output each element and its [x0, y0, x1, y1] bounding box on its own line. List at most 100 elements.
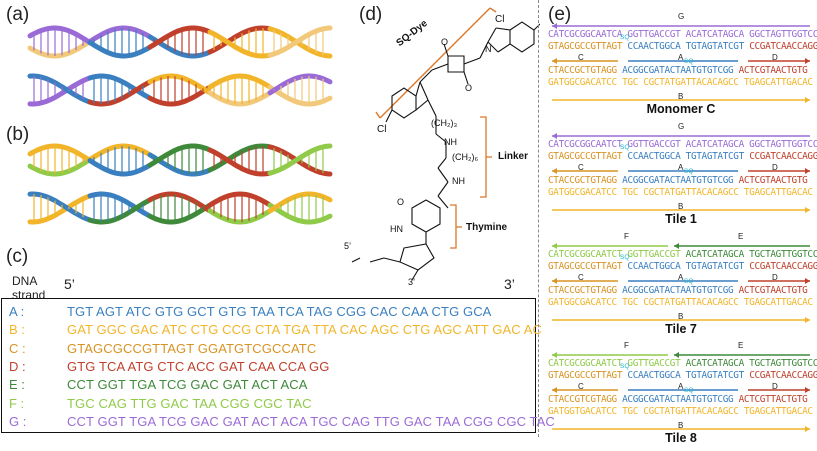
arrow-head [674, 243, 679, 249]
sequence-segment: GTAGCGCCGTTAGT [548, 41, 623, 52]
helix-strand [267, 191, 333, 214]
sequence-segment: CCAACTGGCA TGTAGTATCGT [622, 41, 750, 52]
sequence-segment: TGAGCATTGACAC [743, 406, 813, 417]
tile-caption: Tile 7 [665, 322, 697, 336]
helix-strand [207, 29, 273, 59]
tile-label-e: E [738, 341, 744, 350]
tile-row-1: GTAGCGCCGTTAGT CCAACTGGCA TGTAGTATCGT CC… [548, 41, 817, 52]
arrow-head [805, 97, 810, 103]
panel-label-a: (a) [6, 4, 30, 25]
tile-row-3: GATGGCGACATCC TGC CGCTATGATTACACAGCC TGA… [548, 297, 813, 308]
cl-left-label: Cl [377, 124, 387, 135]
tile-mid-label: C [578, 273, 584, 282]
nh-label-2: NH [452, 176, 465, 186]
helix-strand [27, 25, 93, 46]
tile-row-2: CTACCGCTGTAGG ACGGCGATACTAATGTGTCGG ACTC… [548, 175, 808, 186]
panel-label-c: (c) [6, 246, 29, 267]
sequence-segment: CCGATCAACCAGG [749, 370, 817, 381]
tile-row-0: CATCGCGGCAATCA GGTTGACCGT ACATCATAGCA GG… [548, 29, 817, 40]
helix-strand [27, 143, 93, 164]
sequence-segment: GGTTGACCGT [622, 249, 686, 260]
dna-helix-b-image [27, 143, 333, 225]
arrow-head [805, 387, 810, 393]
thymine-label: Thymine [466, 222, 508, 233]
sq-dye-structure [351, 7, 540, 281]
strand-key-4: E : [9, 377, 25, 393]
tile-arrows [552, 352, 810, 432]
sequence-segment: GATGGCGACATCC [548, 187, 617, 198]
tile-caption: Tile 1 [665, 212, 697, 226]
arrow-head [805, 207, 810, 213]
hn-label: HN [390, 224, 403, 234]
tile-row-1: GTAGCGCCGTTAGT CCAACTGGCA TGTAGTATCGT CC… [548, 151, 817, 162]
tile-arrows [552, 133, 810, 213]
chain-ch2-6-label: (CH₂)₆ [452, 152, 479, 162]
helix-strand [87, 79, 153, 107]
helix-strand [267, 73, 333, 96]
tile-row-0: CATCGCGGCAATCT GGTTGACCGT ACATCATAGCA TG… [548, 249, 817, 260]
sequence-segment: GATGGCGACATCC [548, 297, 617, 308]
tile-mid-label: C [578, 382, 584, 391]
sq-dye-mark: SQ [684, 58, 694, 65]
dna-helix-a-image [27, 25, 333, 107]
tile-row-0: CATCGCGGCAATCT GGTTGACCGT ACATCATAGCA GG… [548, 139, 817, 150]
sequence-segment: TGC CGCTATGATTACACAGCC [616, 406, 744, 417]
sequence-segment: GATGGTGACATCC [548, 406, 617, 417]
n-plus-label: N [485, 44, 492, 54]
helix-strand [207, 147, 273, 177]
arrow-head [805, 317, 810, 323]
three-prime-label: 3’ [504, 276, 515, 292]
strand-sequence-1: GAT GGC GAC ATC CTG CCG CTA TGA TTA CAC … [67, 322, 542, 338]
panel-label-e: (e) [548, 4, 572, 25]
strand-sequence-4: CCT GGT TGA TCG GAC GAT ACT ACA [67, 377, 308, 393]
tile-mid-label: A [678, 273, 684, 282]
sequence-segment: ACGGCGATACTAATGTGTCGG [616, 394, 739, 405]
sequence-segment: CTACCGCTGTAGG [548, 175, 617, 186]
arrow-head [552, 278, 557, 284]
sequence-segment: CATCGCGGCAATCT [548, 358, 623, 369]
helix-strand [207, 191, 273, 208]
sequence-segment: CTACCGTCGTAGG [548, 394, 617, 405]
helix-strand [147, 73, 213, 96]
sequence-segment: GGTTGACCGT ACATCATAGCA GGCTAGTTGGTCC [622, 29, 817, 40]
helix-strand [267, 25, 333, 58]
sequence-segment: CATCGCGGCAATCT [548, 139, 623, 150]
tile-mid-label: D [772, 273, 778, 282]
tile-row-3: GATGGCGACATCC TGC CGCTATGATTACACAGCC TGA… [548, 187, 813, 198]
tile-arrows [552, 243, 810, 323]
tile-row-1: GTAGCGCCGTTAGT CCAACTGGCA TGTAGTATCGT CC… [548, 370, 817, 381]
sq-dye-mark: SQ [684, 278, 694, 285]
tile-label-f: F [624, 232, 629, 241]
tile-row-2: CTACCGCTGTAGG ACGGCGATACTAATGTGTCGG ACTC… [548, 285, 808, 296]
sequence-segment: TGC CGCTATGATTACACAGCC [616, 297, 744, 308]
helix-strand [267, 144, 333, 177]
strand-sequence-6: CCT GGT TGA TCG GAC GAT ACT ACA TGC CAG … [67, 413, 555, 429]
tile-caption: Tile 8 [665, 431, 697, 445]
sequence-segment: CTACCGCTGTAGG [548, 285, 617, 296]
helix-strand [87, 191, 153, 219]
sequence-segment: GTAGCGCCGTTAGT [548, 370, 623, 381]
sq-dye-mark: SQ [620, 144, 630, 151]
sequence-segment: TGAGCATTGACAC [743, 297, 813, 308]
helix-strand [147, 202, 213, 225]
helix-strand [27, 73, 93, 105]
arrow-head [805, 58, 810, 64]
sequence-segment: TGAGCATTGACAC [743, 187, 813, 198]
arrow-head [552, 168, 557, 174]
strand-key-3: D : [9, 358, 26, 374]
helix-strand [207, 208, 273, 225]
sequence-table-box [1, 298, 536, 433]
o-ketone-label: O [465, 83, 473, 93]
tile-row-3: GATGGCGACATCC TGC CGCTATGATTACACAGCC TGA… [548, 77, 813, 88]
three-prime-end-label: 3’ [408, 277, 416, 287]
strand-sequence-2: GTAGCGCCGTTAGT GGATGTCGCCATC [67, 340, 317, 356]
sequence-segment: CCGATCAACCAGG [749, 41, 817, 52]
sequence-segment: CCAACTGGCA TGTAGTATCGT [622, 261, 750, 272]
helix-strand [207, 143, 273, 173]
helix-strand [87, 143, 153, 162]
helix-strand [87, 197, 153, 225]
arrow-head [552, 387, 557, 393]
